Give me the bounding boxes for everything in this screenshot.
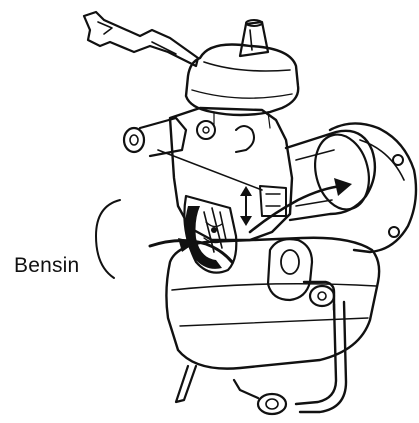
fuel-label: Bensin — [14, 254, 79, 278]
